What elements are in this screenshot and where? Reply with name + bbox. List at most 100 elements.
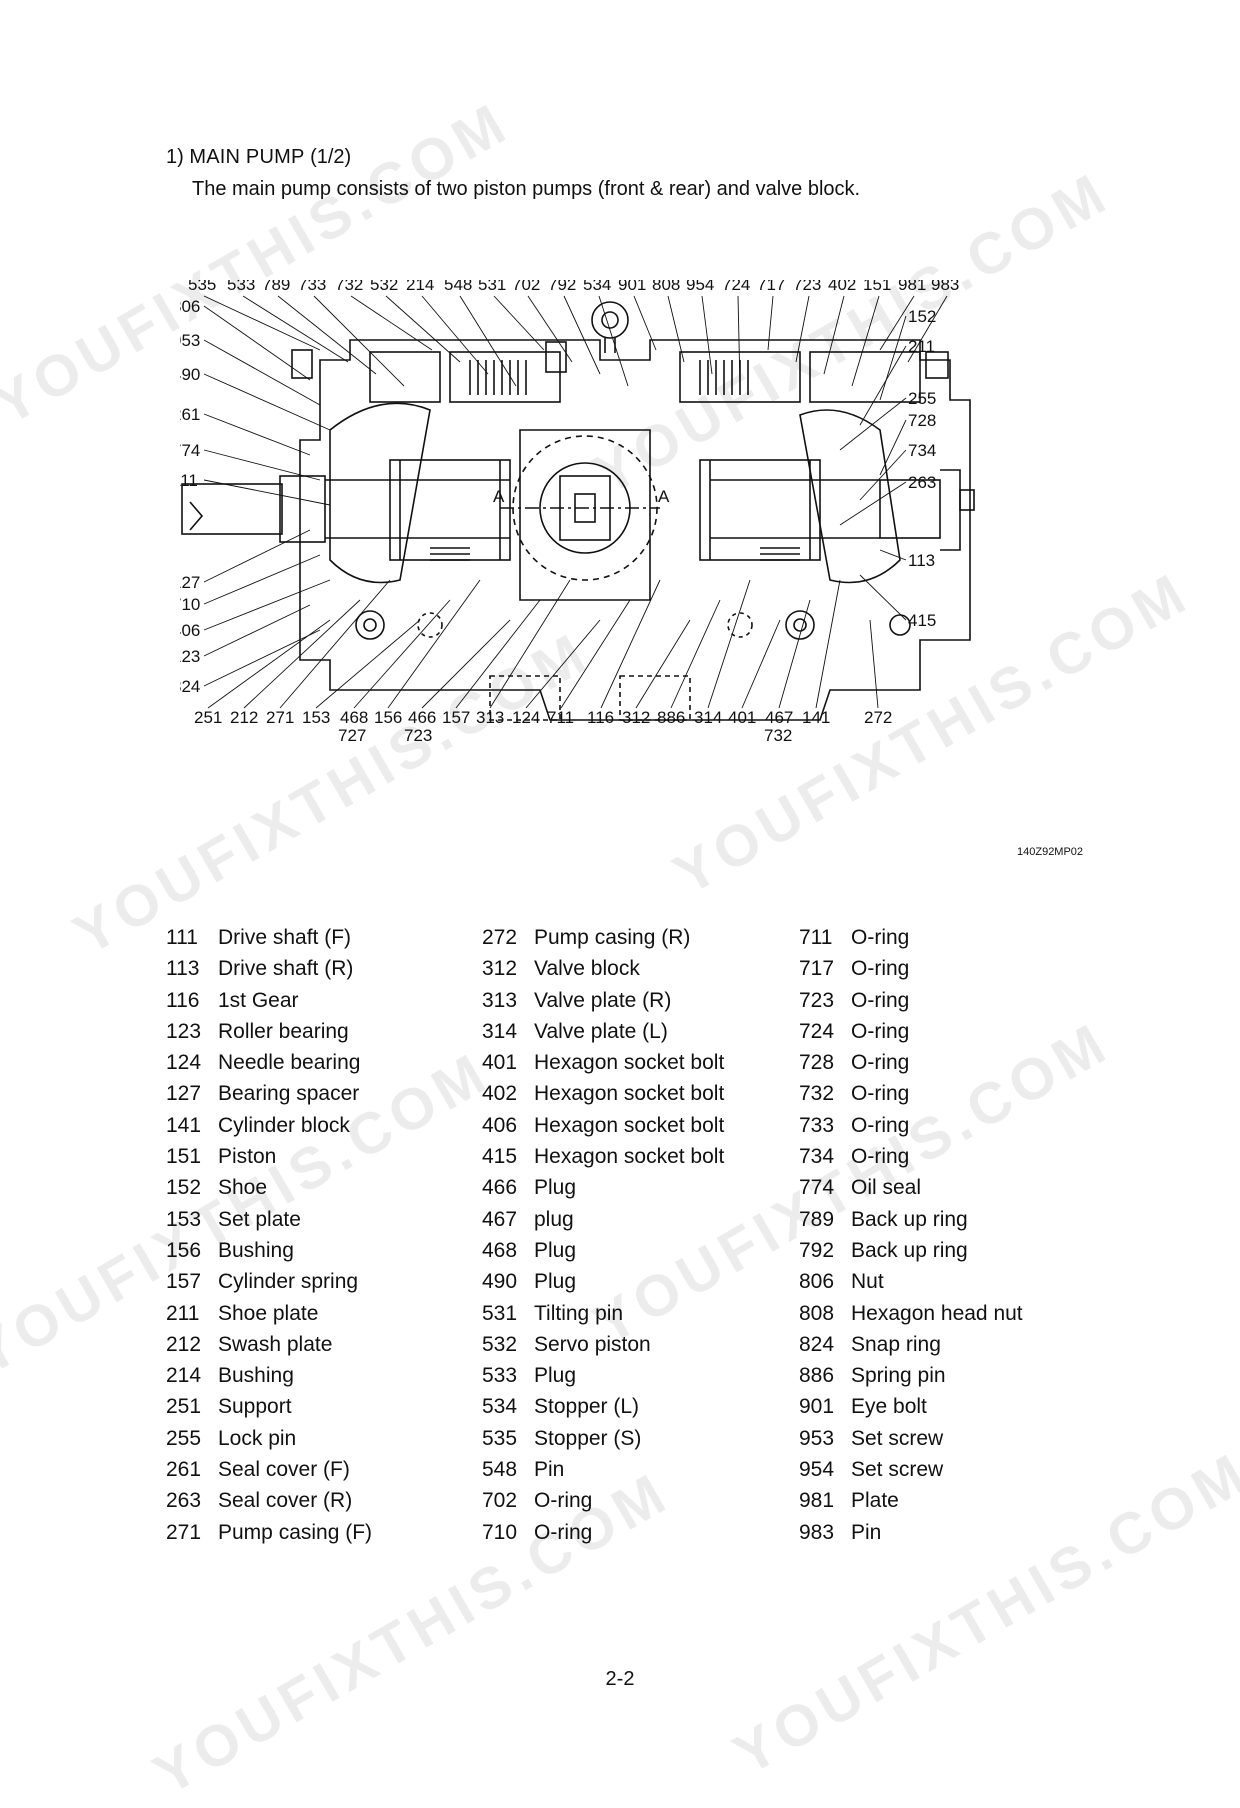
leader-line (869, 619, 879, 709)
leader-line (701, 295, 713, 375)
leader-line (600, 579, 661, 709)
leader-line (313, 295, 405, 387)
part-name: Set screw (851, 1426, 944, 1450)
callout-label: 123 (180, 647, 200, 666)
part-number: 535 (482, 1426, 518, 1450)
callout-label: 263 (908, 473, 936, 492)
callout-label: 272 (864, 708, 892, 727)
callout-label: 534 (583, 280, 611, 294)
callout-label: 901 (618, 280, 646, 294)
part-name: Pump casing (R) (534, 926, 691, 949)
callout-label: 255 (908, 389, 936, 408)
callout-label: 981 (898, 280, 926, 294)
part-number: 312 (482, 957, 518, 981)
part-number: 263 (166, 1489, 202, 1513)
part-number: 981 (799, 1489, 835, 1513)
callout-label: 313 (476, 708, 504, 727)
leader-line (635, 619, 691, 709)
leader-line (778, 599, 811, 709)
part-name: O-ring (851, 1019, 910, 1043)
part-name: Pin (534, 1458, 565, 1482)
leader-line (203, 529, 311, 583)
part-name: plug (534, 1207, 574, 1231)
leader-line (207, 619, 331, 709)
part-name: 1st Gear (218, 988, 299, 1012)
part-number: 733 (799, 1113, 835, 1137)
part-number: 953 (799, 1426, 835, 1450)
leader-line (489, 579, 571, 709)
callout-label: 152 (908, 307, 936, 326)
parts-row: 116 1st Gear (166, 989, 372, 1020)
part-name: Shoe (218, 1176, 268, 1200)
parts-row: 702 O-ring (482, 1489, 724, 1520)
callout-label: 251 (194, 708, 222, 727)
part-number: 261 (166, 1458, 202, 1482)
part-name: Eye bolt (851, 1395, 927, 1419)
callout-label: 212 (230, 708, 258, 727)
part-name: Servo piston (534, 1332, 651, 1356)
section-mark: A (493, 487, 505, 506)
part-number: 111 (166, 926, 198, 949)
callout-label: 954 (686, 280, 714, 294)
part-name: Set screw (851, 1458, 944, 1482)
callout-label: 808 (652, 280, 680, 294)
part-name: Pin (851, 1520, 882, 1544)
part-number: 116 (166, 988, 200, 1012)
callout-label: 111 (180, 471, 198, 490)
part-number: 401 (482, 1051, 518, 1075)
part-name: O-ring (851, 957, 910, 981)
leader-lines (203, 295, 948, 709)
leader-line (560, 599, 631, 709)
leader-line (315, 619, 421, 709)
leader-line (823, 295, 845, 375)
leader-line (670, 599, 721, 709)
part-name: O-ring (851, 1145, 910, 1169)
leader-line (737, 295, 741, 387)
callout-label: 532 (370, 280, 398, 294)
part-number: 272 (482, 926, 518, 949)
callout-label: 732 (335, 280, 363, 294)
figure-code: 140Z92MP02 (1017, 846, 1084, 858)
part-name: Bearing spacer (218, 1082, 360, 1106)
callout-label: 983 (931, 280, 959, 294)
part-number: 702 (482, 1489, 518, 1513)
leader-line (203, 339, 321, 406)
section-heading: 1) MAIN PUMP (1/2) (166, 146, 351, 169)
callout-label: 490 (180, 365, 200, 384)
intro-text: The main pump consists of two piston pum… (192, 178, 861, 200)
part-name: Tilting pin (534, 1301, 624, 1325)
part-number: 151 (166, 1145, 202, 1169)
callout-label: 156 (374, 708, 402, 727)
part-name: O-ring (851, 1051, 910, 1075)
part-number: 534 (482, 1395, 518, 1419)
leader-line (859, 449, 907, 501)
part-number: 886 (799, 1364, 835, 1388)
callout-label: 153 (302, 708, 330, 727)
part-number: 711 (799, 926, 833, 949)
part-name: O-ring (534, 1489, 593, 1513)
page-number: 2-2 (605, 1668, 635, 1690)
parts-row: 953 Set screw (799, 1427, 1023, 1458)
leader-line (203, 413, 311, 456)
leader-line (203, 479, 331, 506)
leader-line (421, 619, 511, 709)
part-name: Plug (534, 1176, 577, 1200)
callout-label: 732 (764, 726, 792, 745)
callout-label: 724 (722, 280, 750, 294)
